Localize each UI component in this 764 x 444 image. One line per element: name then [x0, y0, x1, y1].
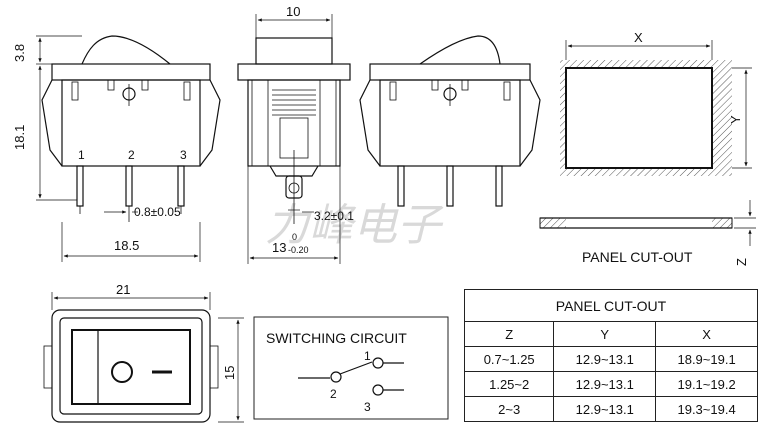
side-flange [237, 63, 351, 81]
front-view: 1 2 3 [41, 35, 221, 222]
dim-bottom-width: 21 [116, 282, 130, 297]
table-cell: 12.9~13.1 [553, 371, 657, 397]
contact-3 [372, 384, 384, 396]
table-header-y: Y [553, 321, 657, 347]
panel-opening [565, 67, 713, 169]
table-title: PANEL CUT-OUT [464, 289, 758, 322]
alt-actuator [419, 35, 501, 65]
pin-2 [125, 165, 133, 207]
table-cell: 19.3~19.4 [655, 396, 758, 422]
pin-label-3: 3 [180, 148, 187, 162]
switching-circuit: SWITCHING CIRCUIT 1 2 3 [253, 316, 449, 420]
dim-front-width: 18.5 [114, 238, 139, 253]
table-cell: 2~3 [463, 396, 555, 422]
switch-pin-label-3: 3 [364, 400, 371, 414]
table-cell: 18.9~19.1 [655, 346, 758, 372]
bottom-view: 21 15 [43, 282, 244, 423]
dim-side-tol-upper: 0 [292, 232, 297, 242]
side-dimensions: 10 3.2±0.1 13 0 -0.20 [247, 4, 354, 264]
panel-y-label: Y [728, 115, 743, 124]
table-header-z: Z [463, 321, 555, 347]
bottom-rocker [71, 329, 191, 405]
pin-3 [177, 165, 185, 207]
panel-caption: PANEL CUT-OUT [582, 249, 693, 265]
switching-title: SWITCHING CIRCUIT [266, 330, 407, 346]
panel-x-label: X [634, 30, 643, 45]
contact-2 [330, 371, 342, 383]
dim-side-width: 13 [272, 240, 286, 255]
front-latch-right [199, 79, 221, 167]
front-latch-left [41, 79, 63, 167]
table-row: 2~3 12.9~13.1 19.3~19.4 [463, 396, 758, 422]
table-row: 1.25~2 12.9~13.1 19.1~19.2 [463, 371, 758, 397]
front-actuator [81, 35, 171, 65]
switch-pin-label-1: 1 [364, 349, 371, 363]
dim-actuator-height: 3.8 [12, 44, 27, 62]
pin-label-2: 2 [128, 148, 135, 162]
panel-cutout-view: X Y Z PANEL CUT-OUT [539, 30, 756, 266]
front-flange [51, 63, 211, 81]
dim-bottom-height: 15 [222, 366, 237, 380]
dim-pin-spacing: 3.2±0.1 [314, 209, 354, 223]
panel-z-label: Z [734, 258, 749, 266]
table-row: 0.7~1.25 12.9~13.1 18.9~19.1 [463, 346, 758, 372]
panel-cutout-table: PANEL CUT-OUT Z Y X 0.7~1.25 12.9~13.1 1… [463, 289, 758, 422]
table-header-x: X [655, 321, 758, 347]
dim-side-tol-lower: -0.20 [288, 245, 309, 255]
table-cell: 1.25~2 [463, 371, 555, 397]
dim-body-height: 18.1 [12, 125, 27, 150]
dim-top-width: 10 [286, 4, 300, 19]
dim-pin-thickness: 0.8±0.05 [134, 205, 181, 219]
side-actuator [255, 37, 333, 65]
table-cell: 0.7~1.25 [463, 346, 555, 372]
front-view-alt [359, 35, 541, 207]
contact-1 [372, 357, 384, 369]
table-cell: 12.9~13.1 [553, 346, 657, 372]
side-view [237, 37, 351, 224]
table-cell: 12.9~13.1 [553, 396, 657, 422]
pin-1 [76, 165, 84, 207]
front-dimensions: 3.8 18.1 0.8±0.05 18.5 [12, 35, 201, 262]
alt-flange [369, 63, 531, 81]
bottom-indicator-o [111, 361, 133, 383]
table-cell: 19.1~19.2 [655, 371, 758, 397]
switch-pin-label-2: 2 [330, 387, 337, 401]
watermark-text: 力峰电子 [265, 201, 444, 250]
pin-label-1: 1 [78, 148, 85, 162]
